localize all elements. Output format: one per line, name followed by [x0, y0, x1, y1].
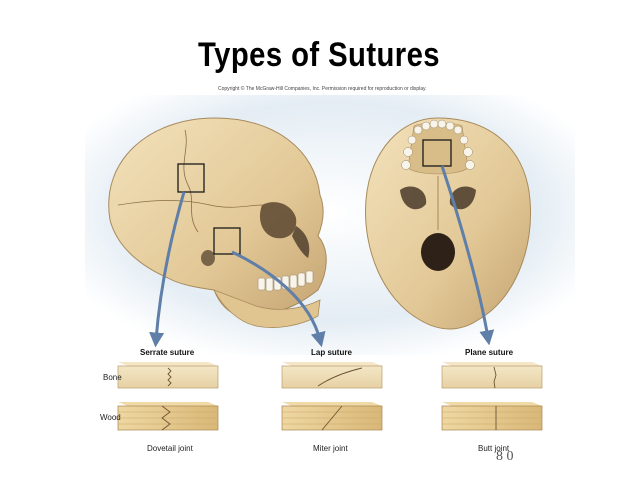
serrate-suture-box [177, 163, 205, 193]
serrate-bone-block [117, 362, 219, 389]
row-label-wood: Wood [100, 413, 121, 422]
suture-label-lap: Lap suture [311, 348, 352, 357]
slide-number: 8 0 [496, 449, 514, 464]
plane-bone-block [441, 362, 543, 389]
joint-label-dovetail: Dovetail joint [147, 444, 193, 453]
joint-label-butt: Butt joint [478, 444, 510, 453]
suture-label-plane: Plane suture [465, 348, 514, 357]
lap-suture-box [213, 227, 241, 255]
slide-title: Types of Sutures [198, 36, 440, 74]
butt-wood-block [441, 402, 543, 431]
plane-arrow [440, 165, 495, 346]
row-label-bone: Bone [103, 373, 122, 382]
wood-blocks [117, 402, 543, 431]
inferior-skull-illustration [365, 117, 532, 330]
joint-label-miter: Miter joint [313, 444, 348, 453]
suture-label-serrate: Serrate suture [140, 348, 195, 357]
lap-arrow [231, 250, 326, 348]
bone-blocks [117, 362, 543, 389]
dovetail-wood-block [117, 402, 219, 431]
lap-bone-block [281, 362, 383, 389]
lateral-skull-illustration [108, 117, 327, 328]
plane-suture-box [422, 139, 452, 167]
copyright-notice: Copyright © The McGraw-Hill Companies, I… [218, 86, 427, 92]
connector-arrows [149, 165, 495, 348]
miter-wood-block [281, 402, 383, 431]
serrate-arrow [149, 191, 186, 348]
